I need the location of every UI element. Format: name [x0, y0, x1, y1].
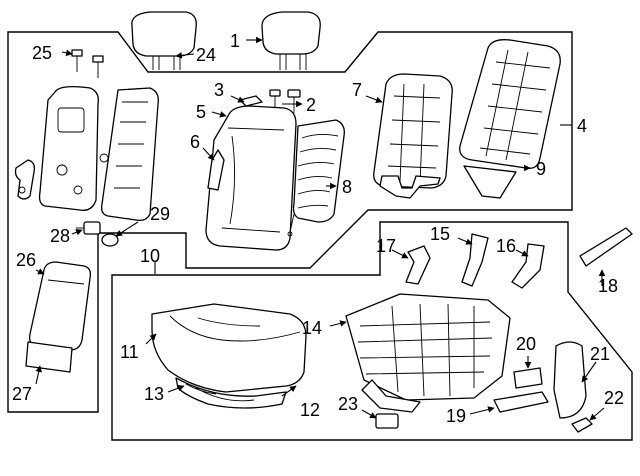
bolt-28: [76, 221, 101, 235]
connector-23: [375, 413, 399, 429]
callout-9: 9: [536, 159, 546, 179]
callout-27: 27: [12, 384, 32, 404]
leader-lines: [35, 36, 606, 421]
seat-cushion: [151, 303, 307, 409]
callout-1: 1: [230, 31, 240, 51]
callout-26: 26: [16, 250, 36, 270]
seat-cushion-group-frame: [111, 221, 633, 441]
callout-29: 29: [150, 204, 170, 224]
callout-14: 14: [302, 318, 322, 338]
callout-10: 10: [140, 246, 160, 266]
bracket-20: [513, 367, 543, 389]
callout-16: 16: [496, 236, 516, 256]
hinge-15: [461, 233, 489, 287]
callout-8: 8: [342, 177, 352, 197]
callout-21: 21: [590, 344, 610, 364]
callout-7: 7: [352, 80, 362, 100]
handle-bar-18: [579, 227, 633, 267]
seatback-cushion: [205, 105, 297, 251]
headrest-guide-pins: [71, 49, 104, 78]
seatback-group-frame: [7, 31, 573, 413]
back-panel: [25, 261, 92, 373]
seatback-frame-7: [373, 73, 453, 199]
knob-22: [571, 417, 593, 433]
seatback-frame-9: [459, 39, 561, 199]
seatback-panel-left: [99, 87, 159, 222]
callout-19: 19: [446, 406, 466, 426]
callout-13: 13: [144, 384, 164, 404]
callout-6: 6: [190, 132, 200, 152]
hinge-16: [511, 243, 545, 289]
callout-20: 20: [516, 334, 536, 354]
callout-2: 2: [306, 95, 316, 115]
headrest-left: [131, 11, 197, 70]
callout-11: 11: [120, 342, 139, 362]
callout-15: 15: [430, 224, 450, 244]
callout-4: 4: [577, 116, 587, 136]
callout-17: 17: [376, 236, 396, 256]
callout-22: 22: [604, 388, 624, 408]
hinge-17: [405, 245, 431, 285]
strap-19: [493, 391, 549, 413]
callout-24: 24: [196, 45, 216, 65]
seatback-frame-left: [14, 86, 99, 211]
callout-18: 18: [598, 276, 618, 296]
seatback-spring-pad: [287, 119, 345, 237]
callout-23: 23: [338, 394, 358, 414]
callout-25: 25: [32, 43, 52, 63]
seat-frame: [345, 293, 511, 413]
callout-3: 3: [214, 80, 224, 100]
headrest-right: [261, 11, 321, 70]
washer-29: [101, 233, 119, 247]
callout-5: 5: [196, 102, 206, 122]
bolt-part-2: [269, 89, 301, 113]
clip-part-3: [239, 95, 263, 107]
side-cover-21: [553, 341, 587, 419]
callout-12: 12: [300, 400, 320, 420]
callout-28: 28: [50, 226, 70, 246]
